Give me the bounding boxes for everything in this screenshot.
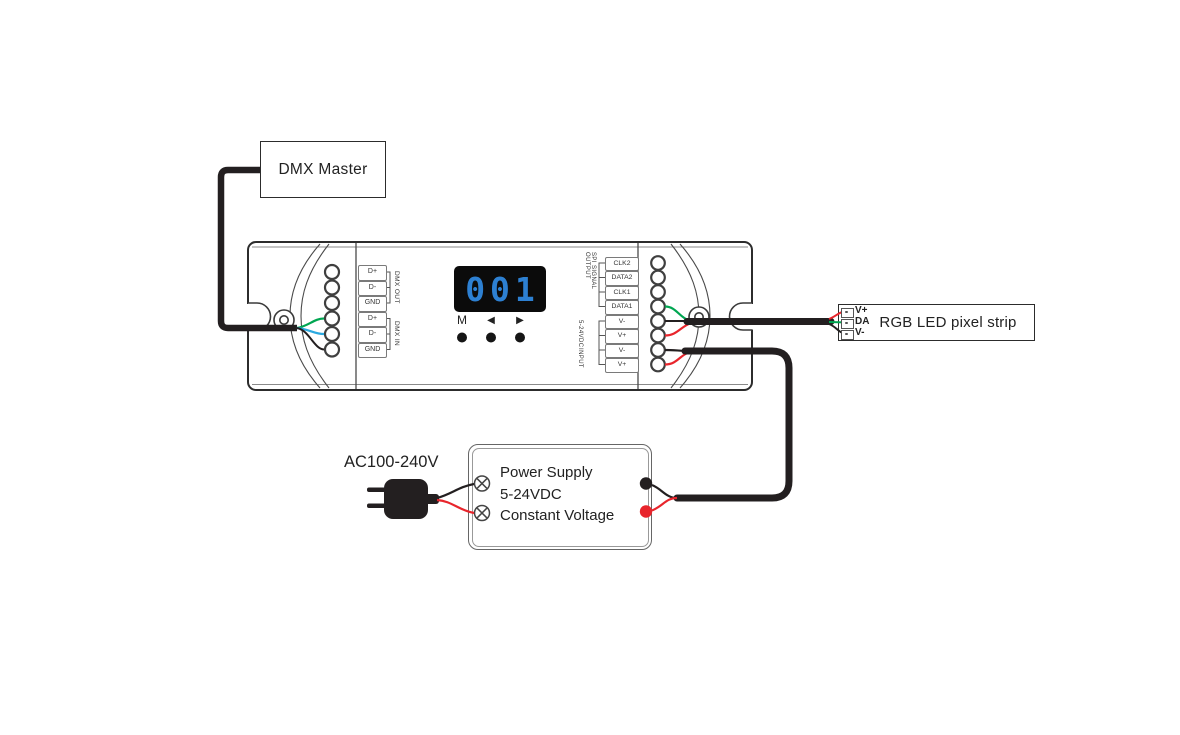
spi-terminal-8 [650, 356, 666, 373]
strip-pin-vplus: V+ [855, 305, 868, 316]
dmx-terminal-2 [323, 279, 341, 296]
dmx-terminal-5 [323, 325, 341, 343]
terminal-label-vplus1: V+ [605, 329, 639, 344]
dmx-terminal-1 [323, 263, 341, 281]
terminal-label-dmxin-dplus: D+ [358, 311, 387, 328]
strip-pad-data [841, 318, 854, 329]
terminal-label-data2: DATA2 [605, 271, 639, 286]
dmx-terminal-block [323, 263, 341, 358]
terminal-label-dmxout-dminus: D- [358, 280, 387, 297]
dmx-terminal-4 [323, 310, 341, 327]
menu-button [457, 332, 467, 343]
terminal-label-vminus1: V- [605, 314, 639, 330]
dmx-gnd-wire-black [296, 327, 325, 351]
left-ear-slot-gap [245, 304, 250, 330]
spi-terminal-3 [650, 284, 666, 300]
psu-cable [673, 347, 793, 502]
led-strip-box [838, 304, 1035, 341]
spi-bracket [598, 262, 605, 307]
strip-pin-vminus: V- [855, 327, 865, 338]
ac-plug-icon [367, 479, 439, 519]
terminal-label-data1: DATA1 [605, 300, 639, 315]
right-arrow-button [515, 332, 525, 343]
dmx-master-box: DMX Master [260, 141, 386, 198]
psu-ac-terminal-1-cross-icon [476, 478, 488, 489]
terminal-label-clk1: CLK1 [605, 285, 639, 301]
power-supply-inner-border [471, 447, 649, 547]
terminal-label-clk2: CLK2 [605, 256, 639, 272]
strip-pad-vminus [841, 329, 854, 340]
display-address-value: 001 [465, 269, 540, 309]
dmx-terminal-6 [323, 341, 341, 358]
right-endcap-arc-outer [679, 243, 711, 389]
spi-terminal-4 [650, 298, 666, 315]
input-voltage-line2: INPUT [577, 347, 583, 368]
menu-button-label: M [457, 313, 467, 327]
plug-body [384, 479, 428, 519]
plug-black-wire [436, 482, 475, 500]
power-supply-line3: Constant Voltage [500, 507, 615, 524]
spi-terminal-block [650, 255, 666, 373]
left-arrow-button [486, 332, 496, 343]
power-supply-line2: 5-24VDC [500, 485, 562, 503]
spi-terminal-2 [650, 269, 666, 286]
spi-output-group-label: SPI SIGNAL OUTPUT [584, 252, 596, 290]
psu-end-red-wire [651, 496, 678, 512]
input-bracket [598, 320, 605, 365]
strip-pad-vplus [841, 307, 854, 318]
plug-red-wire [436, 498, 475, 515]
left-endcap-arc-outer [289, 243, 321, 389]
terminal-label-dmxout-gnd: GND [358, 296, 387, 312]
input-voltage-group-label: 5-24VDC INPUT [577, 318, 583, 370]
right-ear-slot-gap [750, 304, 755, 330]
power-supply-box [468, 444, 652, 550]
strip-pin-data: DA [855, 316, 870, 327]
left-endcap-arc-inner [300, 243, 330, 389]
terminal-label-vminus2: V- [605, 343, 639, 359]
plug-prong-top [367, 487, 388, 492]
terminal-label-dmxin-gnd: GND [358, 342, 387, 359]
dmx-cable [217, 166, 297, 332]
dmx-master-label: DMX Master [278, 160, 368, 178]
left-screw-hole-inner [278, 314, 289, 325]
right-mounting-ear-slot [728, 302, 752, 331]
spi-terminal-7 [650, 342, 666, 358]
spi-terminal-6 [650, 327, 666, 344]
left-arrow-button-label: ◀ [487, 315, 495, 326]
spi-terminal-1 [650, 255, 666, 271]
dmx-in-group-label: DMX IN [393, 321, 400, 347]
psu-output-terminal-black [639, 477, 653, 490]
seven-segment-display: 001 [454, 266, 546, 312]
plug-prong-bottom [367, 503, 388, 508]
power-supply-line1: Power Supply [500, 464, 593, 481]
dmx-out-group-label: DMX OUT [393, 270, 400, 304]
input-voltage-line1: 5-24VDC [577, 320, 583, 348]
psu-ac-terminal-2-cross-icon [476, 507, 488, 519]
terminal-label-dmxin-dminus: D- [358, 327, 387, 343]
plug-cord-stub [424, 494, 439, 504]
terminal-label-dmxout-dplus: D+ [358, 265, 387, 281]
dmx-terminal-3 [323, 294, 341, 312]
ac-input-label: AC100-240V [344, 453, 439, 471]
right-arrow-button-label: ▶ [516, 315, 524, 326]
power-supply-text: Power Supply 5-24VDC Constant Voltage [500, 462, 614, 527]
terminal-label-vplus2: V+ [605, 358, 639, 373]
psu-end-black-wire [651, 483, 678, 500]
spi-terminal-5 [650, 313, 666, 329]
psu-output-terminal-red [639, 505, 653, 518]
led-strip-label: RGB LED pixel strip [879, 314, 1017, 331]
